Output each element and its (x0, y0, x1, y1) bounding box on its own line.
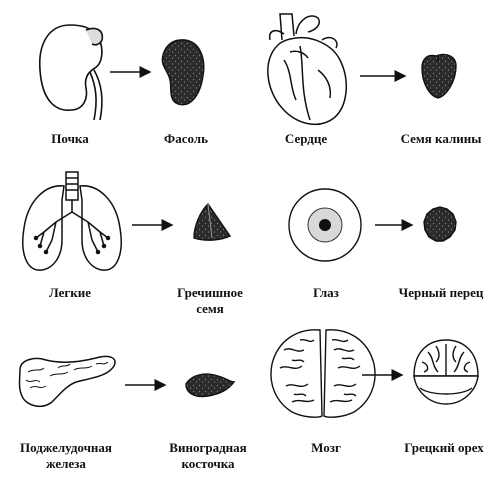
label-heart: Сердце (284, 131, 328, 146)
label-buckwheat-seed: Гречишное семя (177, 285, 243, 316)
label-pancreas: Поджелудочная железа (20, 440, 112, 471)
black-pepper-icon (423, 206, 457, 242)
label-kidney: Почка (51, 131, 89, 146)
label-lungs: Легкие (48, 285, 92, 300)
brain-icon (270, 329, 376, 418)
heart-icon (267, 13, 347, 126)
bean-icon (161, 39, 205, 106)
label-walnut: Грецкий орех (404, 440, 484, 455)
pancreas-icon (18, 355, 116, 408)
label-eye: Глаз (313, 285, 339, 300)
label-grape-seed: Виноградная косточка (169, 440, 247, 471)
viburnum-seed-icon (421, 53, 457, 99)
kidney-icon (38, 24, 104, 121)
label-brain: Мозг (311, 440, 341, 455)
eye-icon (288, 188, 362, 262)
label-black-pepper: Черный перец (398, 285, 484, 300)
walnut-icon (413, 339, 479, 405)
label-bean: Фасоль (164, 131, 208, 146)
grape-seed-icon (185, 373, 236, 398)
label-viburnum-seed: Семя калины (400, 131, 482, 146)
lungs-icon (22, 171, 122, 271)
buckwheat-seed-icon (193, 202, 232, 241)
